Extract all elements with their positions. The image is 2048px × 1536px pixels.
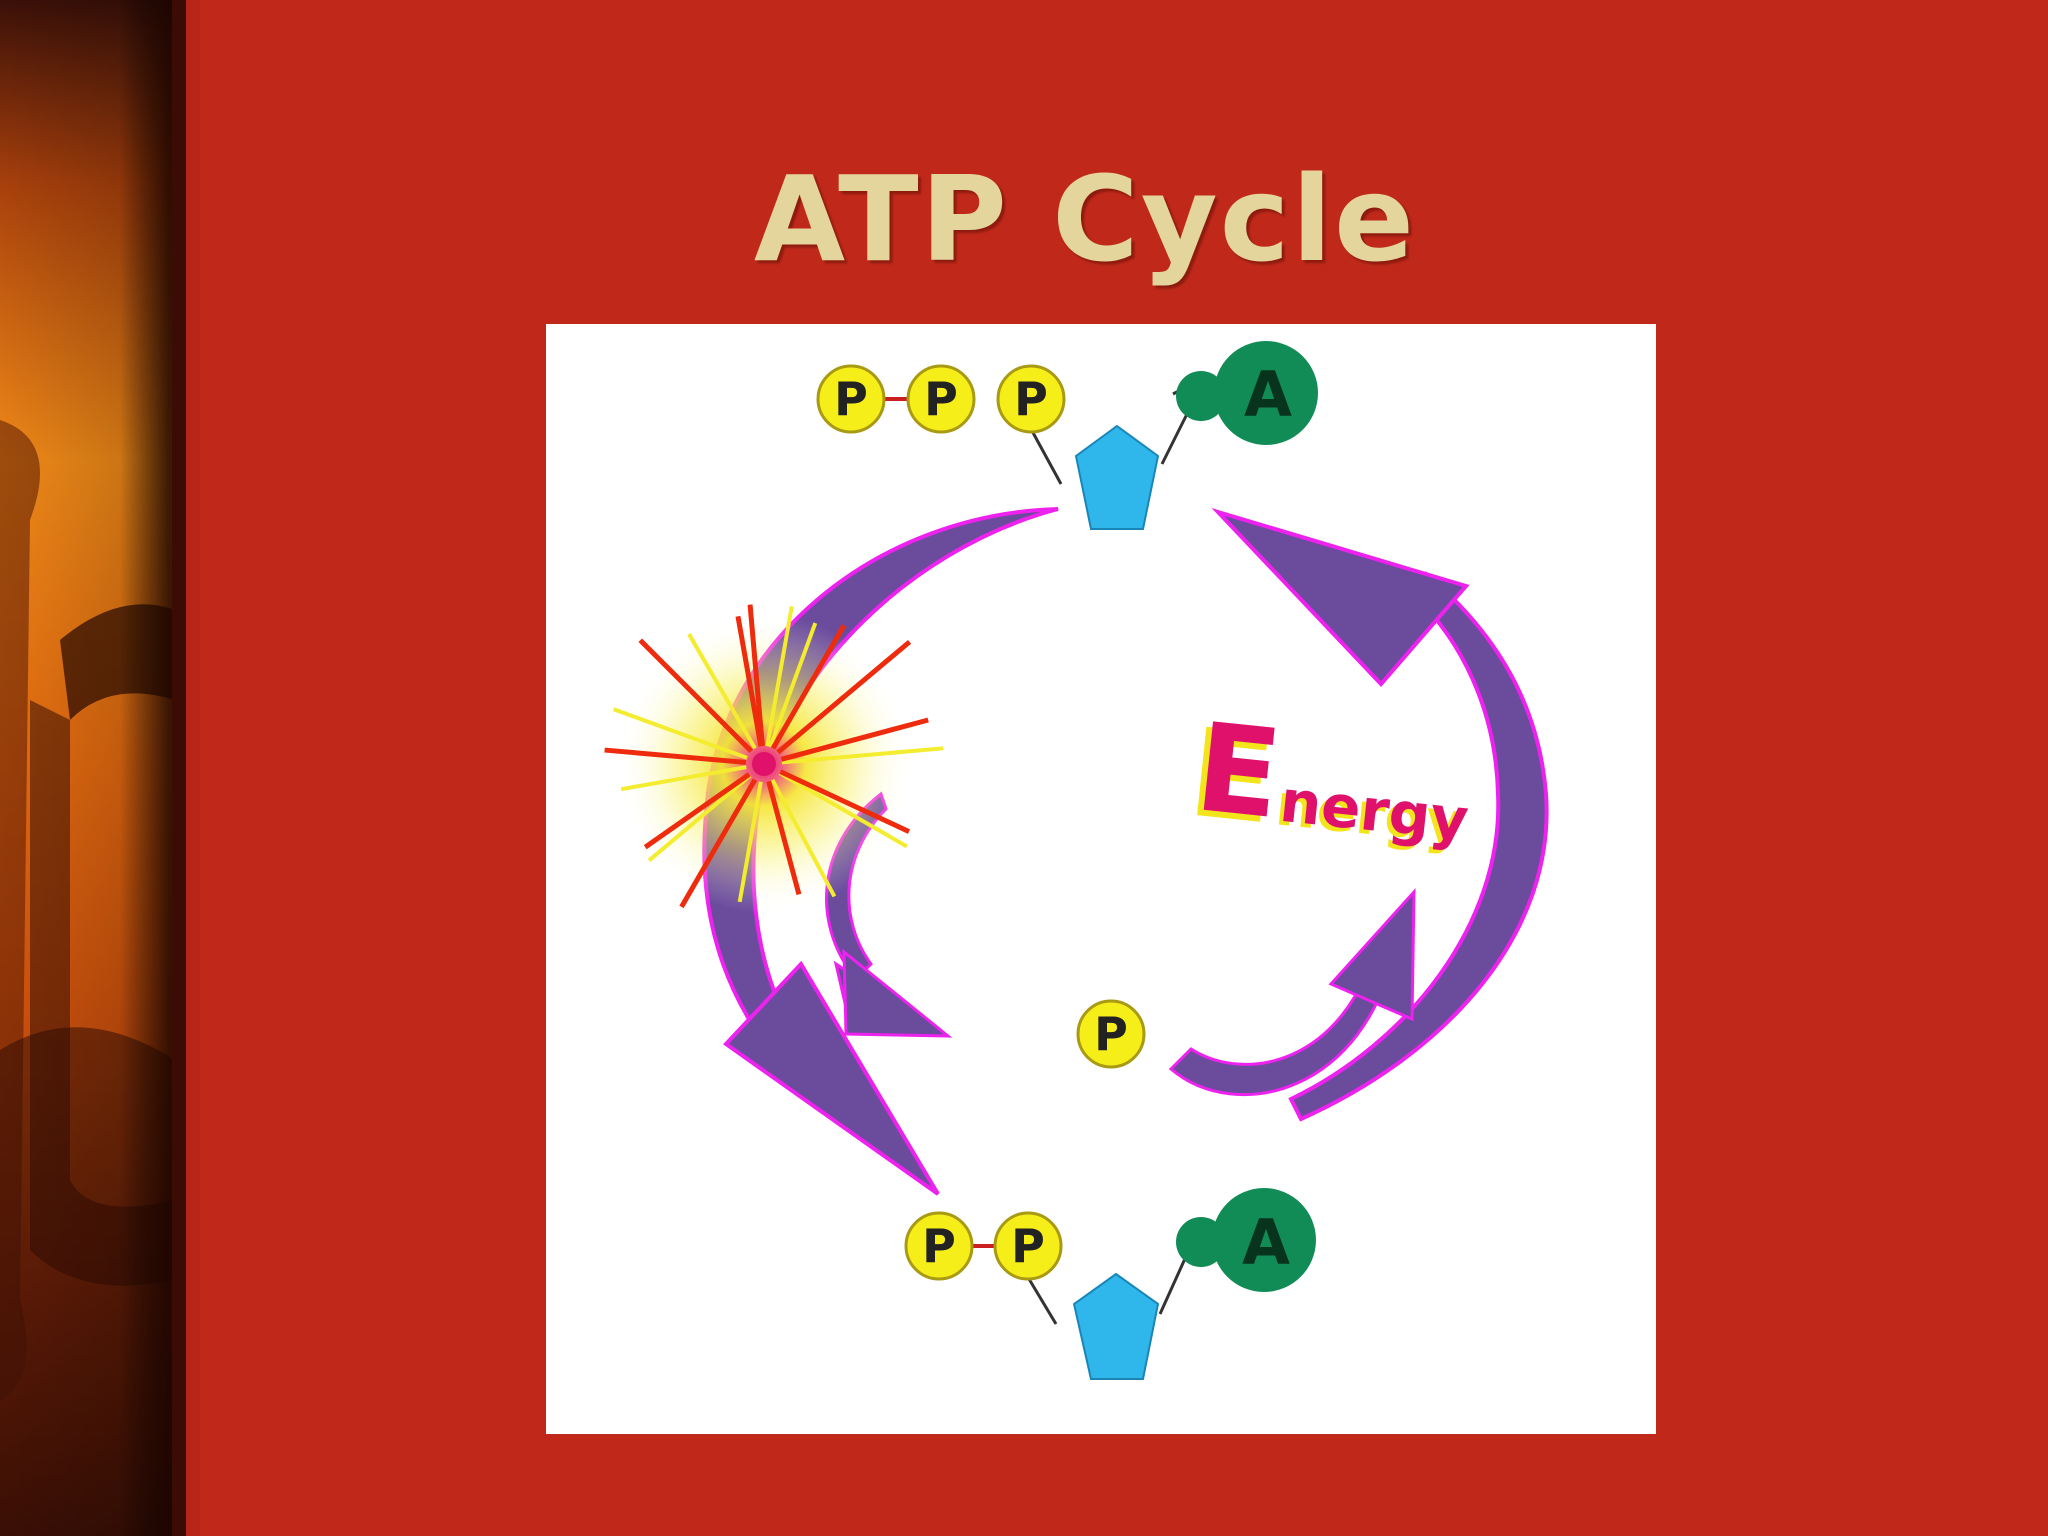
burst-ray-yellow-1 bbox=[768, 622, 818, 748]
burst-ray-yellow-4 bbox=[778, 771, 908, 849]
free-phosphate-label: P bbox=[1094, 1007, 1128, 1061]
burst-ray-red-2 bbox=[776, 639, 912, 755]
synthesis-arrow bbox=[1211, 507, 1549, 1122]
burst-ray-red-6 bbox=[679, 778, 758, 909]
adp-phosphate-1 bbox=[904, 1211, 974, 1281]
atp-phosphate-3-label: P bbox=[1014, 372, 1048, 426]
adp-phosphate-2-label: P bbox=[1011, 1219, 1045, 1273]
atp-ribose-sugar bbox=[1074, 424, 1160, 530]
burst-ray-yellow-9 bbox=[612, 707, 748, 760]
burst-ray-red-11 bbox=[770, 624, 847, 750]
decorative-beaker-strip bbox=[0, 0, 200, 1536]
adp-molecule: P P A bbox=[904, 1188, 1316, 1380]
burst-ray-red-9 bbox=[638, 638, 754, 754]
energy-input-arrow bbox=[1168, 888, 1416, 1097]
atp-base-nub bbox=[1176, 371, 1226, 421]
adp-base-label: A bbox=[1242, 1206, 1290, 1279]
burst-ray-red-8 bbox=[604, 747, 747, 765]
burst-ray-yellow-6 bbox=[737, 781, 763, 903]
burst-ray-red-3 bbox=[780, 717, 929, 762]
atp-phosphate-2-label: P bbox=[924, 372, 958, 426]
adp-adenine-base bbox=[1212, 1188, 1316, 1292]
atp-phosphate-1 bbox=[816, 364, 886, 434]
burst-ray-yellow-10 bbox=[687, 633, 757, 750]
atp-phosphate-1-label: P bbox=[834, 372, 868, 426]
adp-phosphate-2 bbox=[993, 1211, 1063, 1281]
burst-ray-red-7 bbox=[643, 772, 751, 850]
adp-phosphate-1-label: P bbox=[922, 1219, 956, 1273]
free-phosphate: P bbox=[1076, 999, 1146, 1069]
burst-ray-yellow-11 bbox=[765, 606, 794, 747]
atp-phosphate-2 bbox=[906, 364, 976, 434]
energy-label: E E nergy nergy bbox=[1183, 696, 1472, 857]
adp-ribose-sugar bbox=[1072, 1272, 1160, 1380]
burst-ray-red-4 bbox=[779, 769, 911, 834]
atp-adenine-base bbox=[1214, 341, 1318, 445]
energy-label-initial: E bbox=[1190, 696, 1288, 846]
burst-ray-red-10 bbox=[735, 615, 764, 747]
burst-ray-red-1 bbox=[747, 604, 765, 747]
burst-ray-yellow-3 bbox=[781, 746, 944, 765]
burst-ray-yellow-7 bbox=[647, 774, 752, 862]
atp-phosphate-3 bbox=[996, 364, 1066, 434]
energy-label-initial-shadow: E bbox=[1183, 702, 1281, 852]
atp-molecule: P P P A bbox=[816, 341, 1318, 530]
burst-ray-yellow-5 bbox=[770, 778, 837, 898]
burst-ray-red-5 bbox=[766, 780, 802, 896]
slide-title: ATP Cycle bbox=[753, 150, 1417, 288]
atp-base-label: A bbox=[1244, 358, 1292, 431]
energy-burst-icon bbox=[604, 604, 944, 914]
atp-cycle-diagram: E E nergy nergy P P P A P bbox=[546, 324, 1656, 1434]
burst-ray-yellow-8 bbox=[620, 765, 747, 792]
